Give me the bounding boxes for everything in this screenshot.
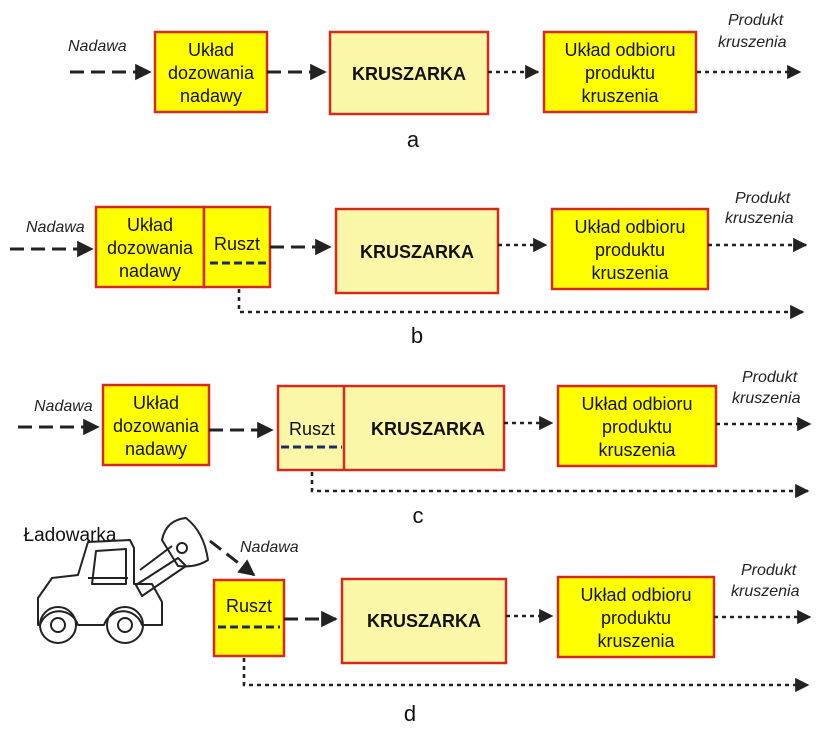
feeder-label-line3: nadawy [119,261,181,281]
receiver-box [550,207,710,291]
crusher-box [334,207,500,295]
crusher-label: KRUSZARKA [371,419,485,439]
product-label-line1: Produkt [742,369,798,386]
variant-letter-a: a [407,127,420,152]
product-label-line2: kruszenia [725,210,794,227]
receiver-box [542,30,698,114]
crusher-box [340,577,508,665]
feeder-label-line2: dozowania [168,63,255,83]
crusher-label: KRUSZARKA [352,64,466,84]
grate-label: Ruszt [214,234,260,254]
grate-label: Ruszt [289,419,335,439]
receiver-label-line3: kruszenia [597,631,675,651]
feeder-box [101,383,211,467]
feed-label: Nadawa [68,38,127,55]
variant-b: Nadawa Układ dozowania nadawy Ruszt KRUS… [10,190,808,348]
product-label-line1: Produkt [735,190,791,207]
receiver-label-line2: produktu [602,417,672,437]
feed-label: Nadawa [34,398,93,415]
feeder-label-line3: nadawy [180,86,242,106]
crusher-box [328,30,490,116]
feeder-box [94,205,206,289]
grate-label: Ruszt [226,596,272,616]
product-label-line1: Produkt [728,12,784,29]
product-label-line2: kruszenia [718,34,787,51]
bypass-arrow [242,658,810,693]
receiver-box [556,575,716,659]
receiver-label-line1: Układ odbioru [580,585,691,605]
wheel-loader-icon [37,517,209,644]
variant-a: Nadawa Układ dozowania nadawy KRUSZARKA … [68,12,802,152]
feeder-label-line2: dozowania [107,238,194,258]
feeder-label-line1: Układ [127,215,173,235]
crusher-label: KRUSZARKA [360,242,474,262]
variant-letter-b: b [411,323,423,348]
grate-crusher-box [276,384,506,472]
variant-letter-d: d [404,701,416,726]
crusher-label: KRUSZARKA [367,611,481,631]
grate-box [212,578,286,658]
receiver-label-line3: kruszenia [591,263,669,283]
feed-label: Nadawa [240,539,299,556]
receiver-label-line1: Układ odbioru [574,217,685,237]
receiver-label-line1: Układ odbioru [581,394,692,414]
receiver-label-line1: Układ odbioru [564,40,675,60]
variant-d: Ładowarka Nadawa Ruszt KRUSZARKA Układ o… [24,517,812,726]
feeder-box [153,30,269,114]
bypass-arrow [310,472,810,499]
product-label-line2: kruszenia [732,390,801,407]
receiver-label-line2: produktu [601,608,671,628]
feeder-label-line2: dozowania [113,416,200,436]
loader-label: Ładowarka [24,525,117,546]
feeder-label-line3: nadawy [125,439,187,459]
product-label-line2: kruszenia [731,583,800,600]
variant-letter-c: c [413,503,424,528]
receiver-box [556,384,718,468]
receiver-label-line2: produktu [585,63,655,83]
receiver-label-line3: kruszenia [598,440,676,460]
receiver-label-line3: kruszenia [581,86,659,106]
product-label-line1: Produkt [741,562,797,579]
feeder-label-line1: Układ [133,393,179,413]
feed-label: Nadawa [26,219,85,236]
bypass-arrow [237,289,805,320]
receiver-label-line2: produktu [595,240,665,260]
variant-c: Nadawa Układ dozowania nadawy Ruszt KRUS… [18,369,812,528]
feeder-label-line1: Układ [188,40,234,60]
feed-arrow [209,539,256,577]
